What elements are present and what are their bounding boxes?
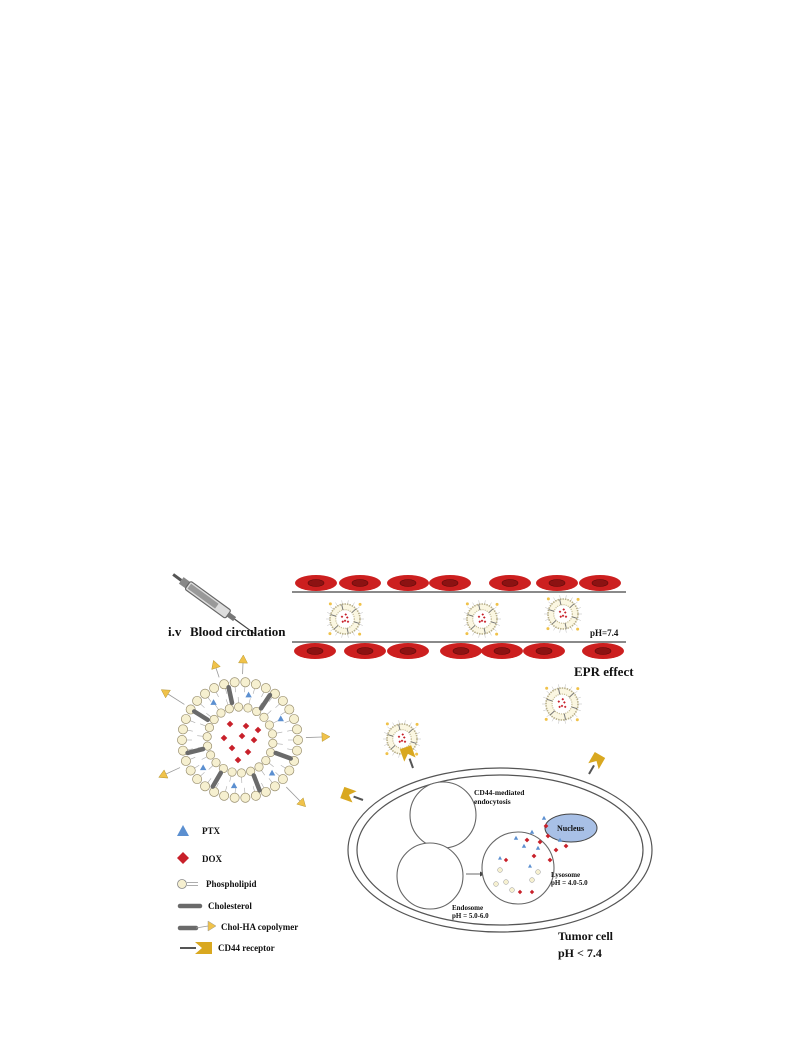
- legend-phospholipid: Phospholipid: [177, 879, 257, 889]
- red-blood-cell: [339, 575, 381, 591]
- triangle-icon: [177, 825, 189, 836]
- red-blood-cell: [523, 643, 565, 659]
- svg-text:PTX: PTX: [202, 826, 221, 836]
- cd44-receptor-icon: [399, 745, 416, 769]
- red-blood-cells-top: [295, 575, 621, 591]
- nanoparticle-structure: [158, 654, 331, 807]
- svg-text:CD44 receptor: CD44 receptor: [218, 943, 275, 953]
- legend-dox: DOX: [177, 852, 223, 864]
- svg-text:Chol-HA copolymer: Chol-HA copolymer: [221, 922, 298, 932]
- red-blood-cell: [579, 575, 621, 591]
- endosome: [396, 842, 464, 910]
- endosome-ph-label: pH = 5.0-6.0: [452, 912, 489, 920]
- endosome-label: Endosome: [452, 904, 483, 912]
- nanoparticle: [544, 595, 582, 633]
- cd44-endocytosis-label-1: CD44-mediated: [474, 788, 525, 797]
- legend: PTX DOX Phospholipid Cholesterol Chol-HA: [177, 825, 298, 954]
- legend-chol-ha: Chol-HA copolymer: [177, 920, 298, 932]
- cd44-receptors: [340, 745, 606, 803]
- cd44-receptor-icon: [588, 751, 606, 775]
- red-blood-cell: [429, 575, 471, 591]
- legend-ptx: PTX: [177, 825, 221, 836]
- phospholipid-icon: [177, 879, 198, 889]
- red-blood-cell: [582, 643, 624, 659]
- nucleus-label: Nucleus: [557, 824, 584, 833]
- svg-text:Cholesterol: Cholesterol: [208, 901, 252, 911]
- red-blood-cell: [481, 643, 523, 659]
- red-blood-cell: [489, 575, 531, 591]
- red-blood-cell: [440, 643, 482, 659]
- red-blood-cell: [294, 643, 336, 659]
- cd44-endocytosis-label-2: endocytosis: [474, 797, 511, 806]
- blood-vessel: [292, 575, 626, 659]
- chol-ha-icon: [177, 920, 217, 932]
- syringe-icon: [172, 573, 257, 635]
- red-blood-cell: [387, 575, 429, 591]
- svg-text:Phospholipid: Phospholipid: [206, 879, 257, 889]
- tumor-cell: CD44-mediated endocytosis Endosome pH = …: [340, 745, 653, 933]
- legend-cholesterol: Cholesterol: [177, 901, 252, 911]
- svg-text:DOX: DOX: [202, 854, 223, 864]
- nucleus: [544, 813, 598, 843]
- endocytosis-vesicle: [409, 781, 477, 849]
- iv-label: i.v: [168, 624, 182, 639]
- blood-ph-label: pH=7.4: [590, 628, 619, 638]
- lysosome: [481, 831, 555, 905]
- red-blood-cells-bottom: [294, 643, 624, 659]
- red-blood-cell: [536, 575, 578, 591]
- epr-effect-label: EPR effect: [574, 664, 634, 679]
- released-drugs: [493, 815, 569, 895]
- nanoparticle: [326, 600, 364, 638]
- red-blood-cell: [295, 575, 337, 591]
- diamond-icon: [177, 852, 189, 864]
- cd44-receptor-icon: [340, 786, 364, 803]
- tumor-ph-label: pH < 7.4: [558, 946, 602, 960]
- red-blood-cell: [387, 643, 429, 659]
- lysosome-label: Lysosome: [551, 871, 580, 879]
- tumor-cell-label: Tumor cell: [558, 929, 614, 943]
- red-blood-cell: [344, 643, 386, 659]
- blood-circulation-label: Blood circulation: [190, 624, 286, 639]
- cd44-receptor-icon: [180, 942, 212, 954]
- nanoparticle: [542, 684, 582, 724]
- legend-cd44: CD44 receptor: [180, 942, 275, 954]
- lysosome-ph-label: pH = 4.0-5.0: [551, 879, 588, 887]
- nanoparticle: [463, 600, 501, 638]
